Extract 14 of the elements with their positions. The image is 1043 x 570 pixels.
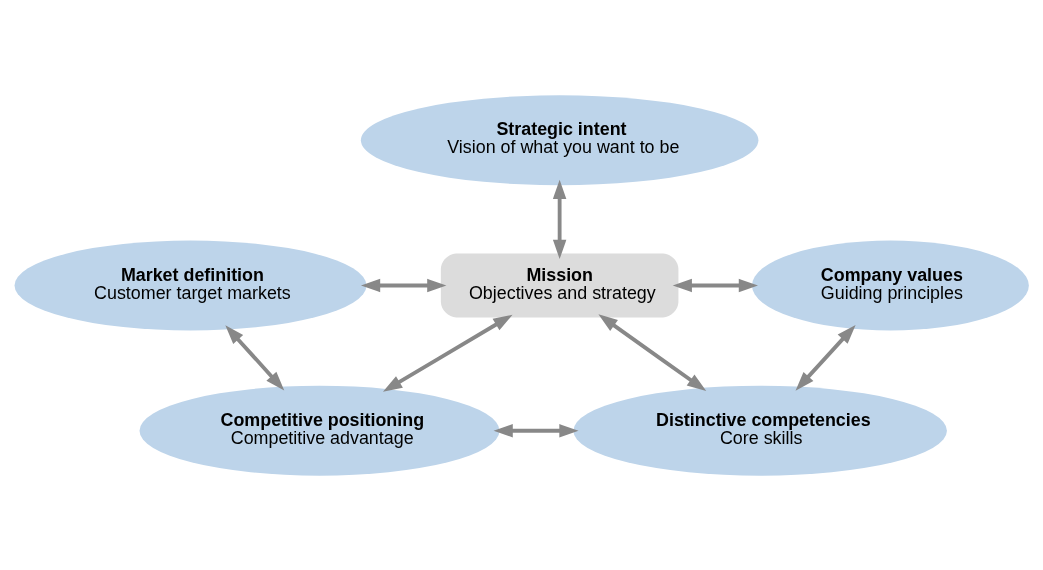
node-ellipse: Strategic intent Vision of what you want to be [360, 94, 759, 185]
arrow [493, 423, 579, 437]
arrow [382, 314, 513, 392]
arrow [225, 324, 285, 390]
node-box: Mission Objectives and strategy [440, 253, 679, 317]
arrow [598, 313, 707, 391]
node-ellipse: Distinctive competencies Core skills [573, 385, 947, 476]
node-ellipse: Market definition Customer target markets [14, 240, 367, 330]
arrow [360, 278, 447, 292]
node-ellipse: Competitive positioning Competitive advantage [139, 385, 500, 476]
arrow [552, 179, 567, 259]
node-ellipse: Company values Guiding principles [752, 240, 1029, 330]
arrow [672, 278, 758, 292]
arrow [795, 324, 856, 391]
